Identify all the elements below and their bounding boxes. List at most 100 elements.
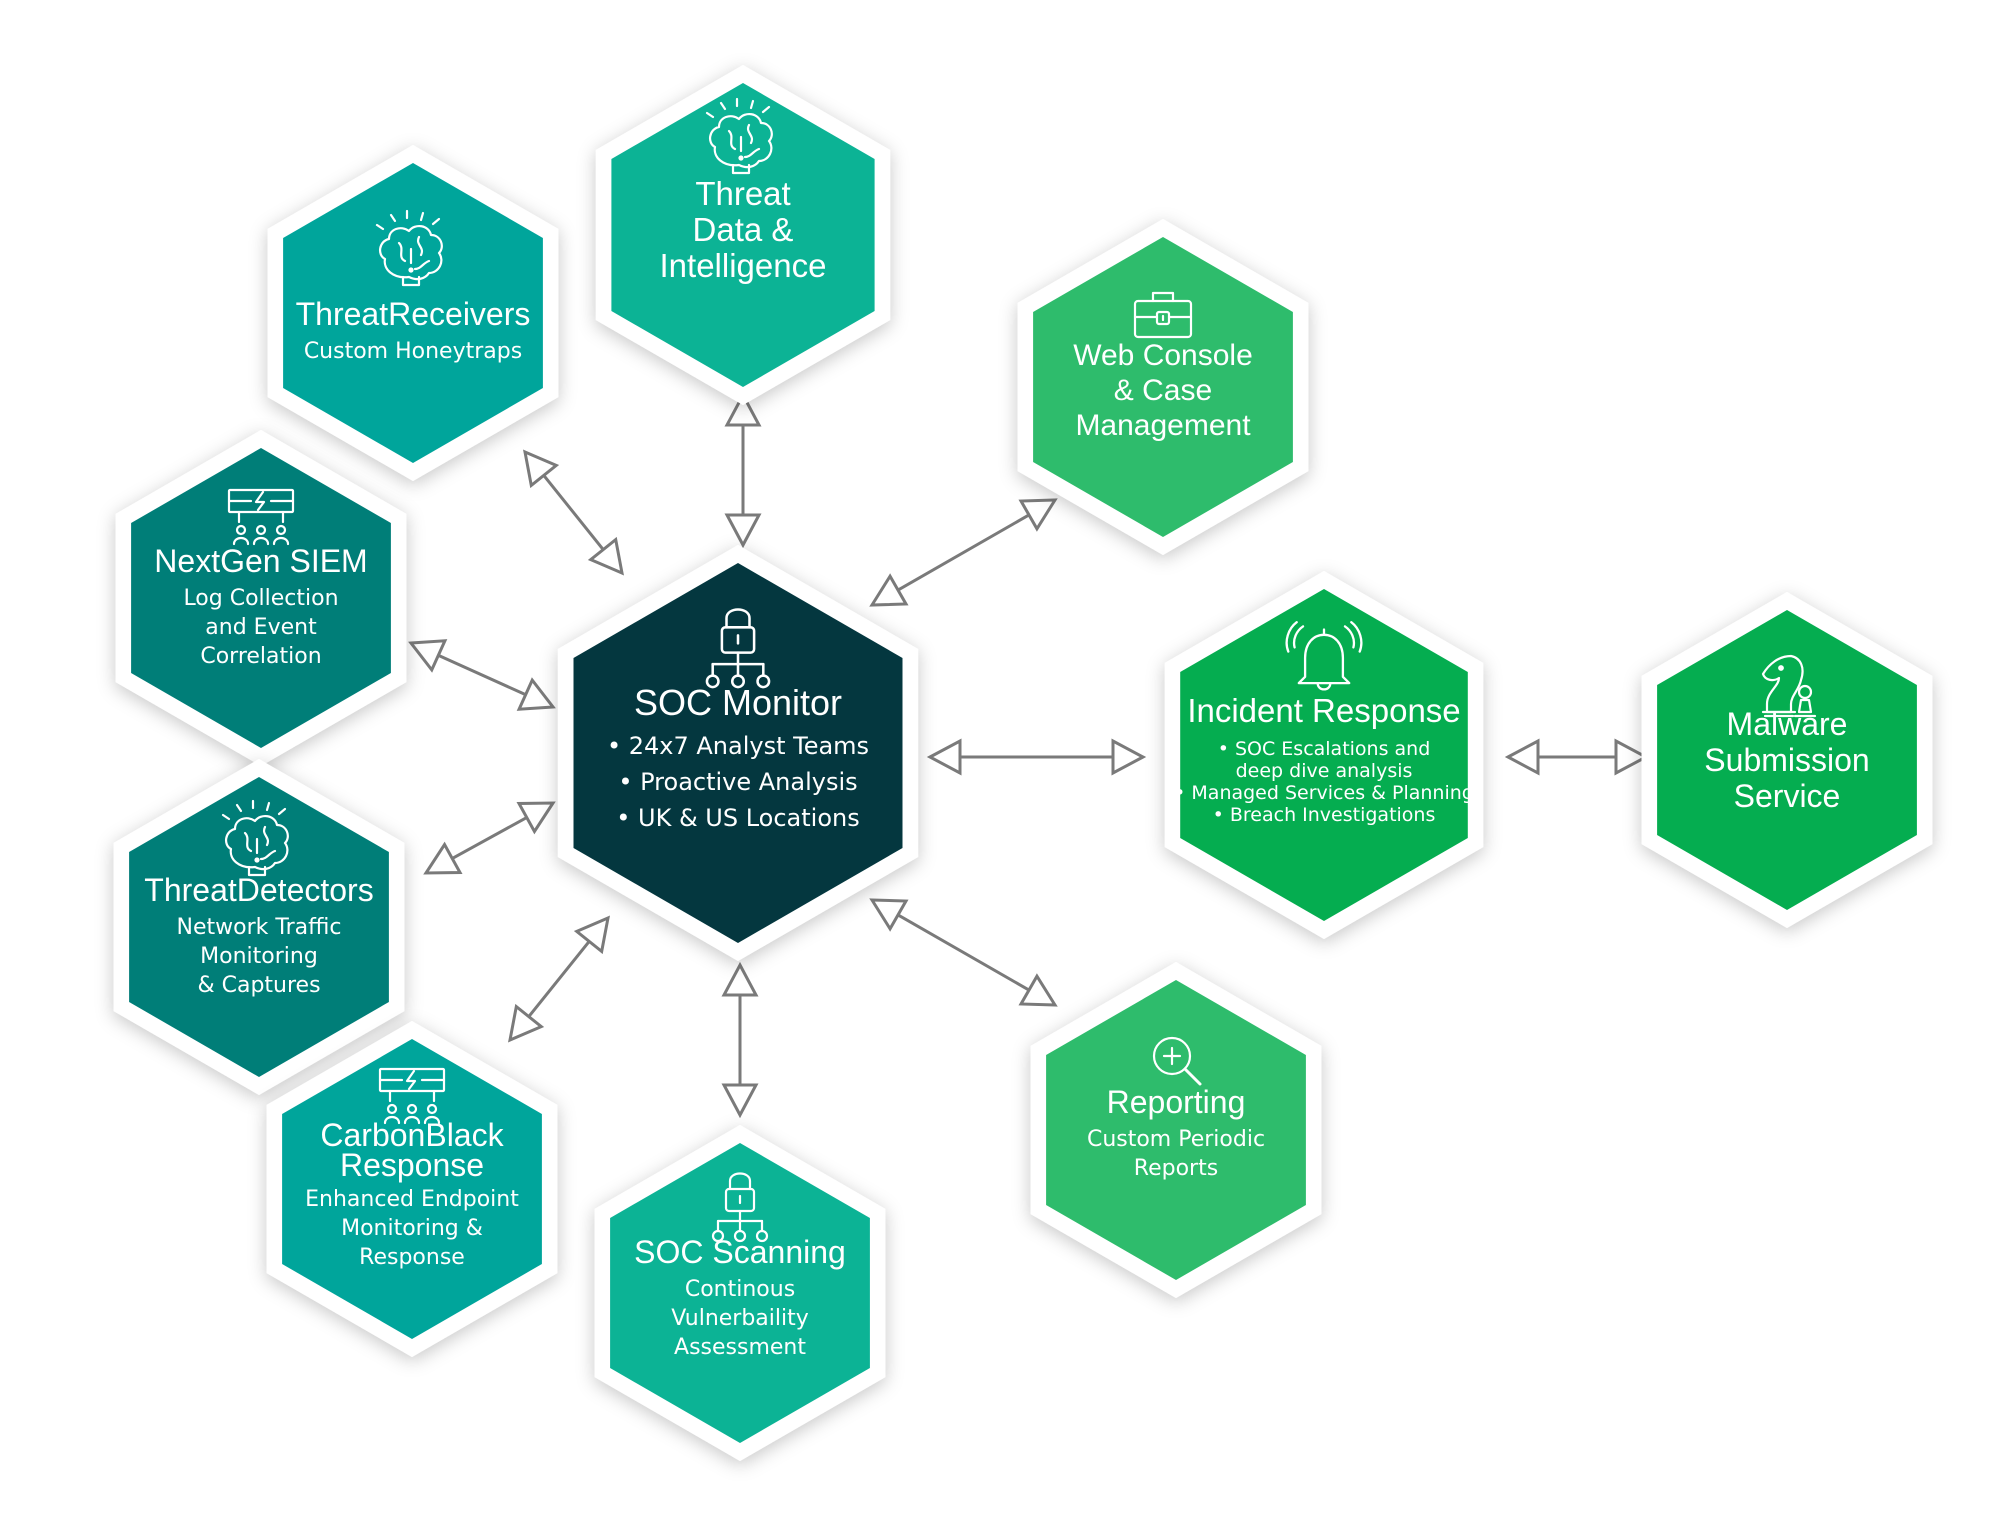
arrowhead: [516, 677, 556, 711]
connector-incident_response-malware: [1504, 738, 1650, 776]
node-subtitle: Network Traffic: [177, 915, 342, 940]
arrowhead: [1111, 738, 1147, 776]
node-subtitle: Response: [359, 1245, 465, 1270]
brain-idea-icon: [221, 799, 289, 877]
arrowhead: [869, 573, 909, 607]
node-subtitle: Reports: [1134, 1156, 1218, 1181]
node-nextgen-siem: NextGen SIEM Log Collection and EventCorre…: [115, 430, 407, 766]
node-title: & Case: [1114, 374, 1212, 407]
connector-soc_monitor-soc_scanning: [721, 961, 759, 1119]
node-title: Intelligence: [660, 247, 827, 284]
lock-network-icon: [705, 608, 771, 689]
arrowhead: [523, 449, 560, 489]
node-title: Submission: [1704, 742, 1869, 778]
node-title: Incident Response: [1187, 692, 1460, 729]
arrowhead: [1614, 738, 1650, 776]
briefcase-lock-icon: [1133, 291, 1193, 339]
connector-soc_monitor-threat_intel: [724, 391, 762, 549]
node-subtitle: • SOC Escalations and: [1218, 738, 1431, 760]
node-title: CarbonBlack: [320, 1117, 504, 1153]
hex-fill: [1657, 610, 1917, 910]
arrowhead: [724, 391, 762, 427]
node-subtitle: Monitoring: [200, 944, 318, 969]
arrowhead: [721, 1083, 759, 1119]
arrowhead: [508, 1003, 545, 1043]
node-subtitle: Continous: [685, 1277, 795, 1302]
arrowhead: [721, 961, 759, 997]
node-title: SOC Monitor: [634, 682, 842, 723]
arrowhead: [516, 801, 556, 835]
connector-soc_monitor-nextgen_siem: [408, 639, 556, 711]
connector-soc_monitor-threat_detectors: [423, 801, 556, 875]
hex-fill: [1180, 589, 1468, 921]
hex-fill: [131, 448, 391, 748]
arrowhead: [573, 915, 610, 955]
node-subtitle: • UK & US Locations: [616, 804, 860, 832]
node-title: Response: [340, 1147, 484, 1183]
hex-fill: [283, 163, 543, 463]
connector-soc_monitor-reporting: [869, 898, 1058, 1007]
connector-line: [541, 472, 606, 553]
node-title: SOC Scanning: [634, 1234, 846, 1270]
node-subtitle: Enhanced Endpoint: [305, 1187, 519, 1212]
hex-fill: [573, 563, 903, 943]
node-title: Management: [1075, 409, 1251, 442]
node-subtitle: and Event: [205, 615, 317, 640]
connector-soc_monitor-carbonblack: [508, 915, 610, 1043]
node-title: Reporting: [1107, 1084, 1246, 1120]
node-title: Malware: [1727, 706, 1848, 742]
connector-line: [449, 815, 530, 861]
node-soc-scanning: SOC ScanningContinousVulnerbailityAssess…: [594, 1125, 886, 1461]
node-subtitle: • Proactive Analysis: [618, 768, 857, 796]
siem-network-icon: [378, 1067, 446, 1125]
connector-arrows: [408, 391, 1650, 1119]
node-title: NextGen SIEM: [154, 543, 367, 579]
arrowhead: [587, 536, 624, 576]
node-title: Web Console: [1073, 339, 1253, 372]
node-incident-response: Incident Response • SOC Escalations andde…: [1164, 571, 1484, 939]
node-title: Service: [1734, 778, 1841, 814]
node-subtitle: deep dive analysis: [1236, 760, 1413, 782]
arrowhead: [1504, 738, 1540, 776]
connector-line: [435, 653, 529, 697]
magnifier-plus-icon: [1152, 1036, 1202, 1086]
connector-line: [895, 512, 1032, 593]
arrowhead: [408, 639, 448, 673]
node-subtitle: • Breach Investigations: [1213, 804, 1436, 826]
hex-fill: [1033, 237, 1293, 537]
hex-fill: [282, 1039, 542, 1339]
arrowhead: [1018, 973, 1058, 1007]
node-title: Data &: [693, 211, 794, 248]
node-subtitle: & Captures: [197, 973, 320, 998]
node-subtitle: Monitoring &: [341, 1216, 483, 1241]
chess-knight-icon: [1761, 654, 1817, 718]
arrowhead: [1018, 498, 1058, 532]
node-soc-monitor: SOC Monitor • 24x7 Analyst Teams • Proacti…: [557, 545, 919, 961]
hex-fill: [1046, 980, 1306, 1280]
arrowhead: [423, 841, 463, 875]
hex-fill: [611, 83, 875, 387]
hex-fill: [610, 1143, 870, 1443]
arrowhead: [724, 513, 762, 549]
node-subtitle: Custom Periodic: [1087, 1127, 1265, 1152]
connector-line: [526, 938, 592, 1020]
node-subtitle: Log Collection: [183, 586, 338, 611]
connector-soc_monitor-web_console: [869, 498, 1058, 607]
brain-idea-icon: [705, 97, 773, 175]
node-subtitle: Correlation: [200, 644, 321, 669]
arrowhead: [869, 898, 909, 932]
node-title: ThreatReceivers: [296, 296, 531, 332]
node-subtitle: Custom Honeytraps: [304, 339, 522, 364]
hex-fill: [129, 777, 389, 1077]
node-subtitle: Vulnerbaility: [671, 1306, 809, 1331]
service-nodes: SOC Monitor • 24x7 Analyst Teams • Proacti…: [113, 65, 1933, 1461]
node-subtitle: • 24x7 Analyst Teams: [607, 732, 869, 760]
brain-idea-icon: [375, 209, 443, 287]
